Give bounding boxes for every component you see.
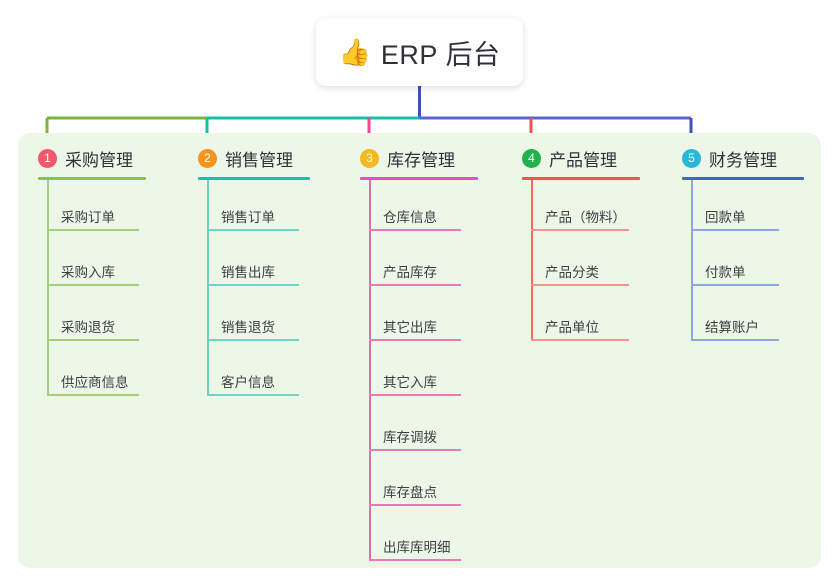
branch-header-underline	[682, 177, 804, 180]
branch-leaf-label: 产品单位	[545, 320, 599, 335]
branch-leaf-underline	[207, 229, 299, 231]
branch-leaf-label: 产品库存	[383, 265, 437, 280]
branch-leaf-item[interactable]: 采购退货	[47, 311, 139, 341]
branch-header-underline	[198, 177, 310, 180]
branch-leaf-item[interactable]: 销售出库	[207, 256, 299, 286]
branch-leaf-underline	[369, 339, 461, 341]
branch-index-badge: 3	[360, 149, 379, 168]
branch-header-3[interactable]: 3 库存管理	[360, 146, 455, 171]
branch-index-badge: 4	[522, 149, 541, 168]
branch-leaf-label: 销售退货	[221, 320, 275, 335]
branch-header-2[interactable]: 2 销售管理	[198, 146, 293, 171]
branch-leaf-item[interactable]: 供应商信息	[47, 366, 139, 396]
branch-index-badge: 2	[198, 149, 217, 168]
branch-leaf-underline	[369, 559, 461, 561]
branch-leaf-label: 产品（物料）	[545, 210, 626, 225]
branch-spine	[691, 180, 693, 341]
branch-index-badge: 1	[38, 149, 57, 168]
thumbs-up-icon: 👍	[338, 37, 371, 67]
branch-column-5: 5 财务管理回款单付款单结算账户	[682, 133, 839, 568]
branch-spine	[47, 180, 49, 396]
branch-leaf-underline	[369, 394, 461, 396]
branch-index-badge: 5	[682, 149, 701, 168]
branch-spine	[207, 180, 209, 396]
branch-leaf-item[interactable]: 产品单位	[531, 311, 629, 341]
branch-leaf-label: 采购入库	[61, 265, 115, 280]
branch-leaf-underline	[47, 284, 139, 286]
branch-leaf-item[interactable]: 销售订单	[207, 201, 299, 231]
branch-header-4[interactable]: 4 产品管理	[522, 146, 617, 171]
root-node-content: 👍 ERP 后台	[339, 33, 501, 72]
branch-leaf-underline	[531, 229, 629, 231]
branch-leaf-item[interactable]: 回款单	[691, 201, 779, 231]
branch-leaf-underline	[207, 394, 299, 396]
branch-leaf-label: 仓库信息	[383, 210, 437, 225]
branch-title: 财务管理	[709, 151, 777, 170]
branch-leaf-label: 销售出库	[221, 265, 275, 280]
branch-leaf-underline	[531, 284, 629, 286]
branch-header-1[interactable]: 1 采购管理	[38, 146, 133, 171]
root-node-title: ERP 后台	[380, 39, 501, 70]
branch-leaf-item[interactable]: 付款单	[691, 256, 779, 286]
branch-leaf-label: 其它出库	[383, 320, 437, 335]
branch-leaf-item[interactable]: 库存调拨	[369, 421, 461, 451]
branch-leaf-label: 采购退货	[61, 320, 115, 335]
branch-leaf-item[interactable]: 采购订单	[47, 201, 139, 231]
branch-leaf-underline	[369, 284, 461, 286]
branch-leaf-underline	[47, 229, 139, 231]
branches-panel	[18, 133, 821, 568]
branch-column-3: 3 库存管理仓库信息产品库存其它出库其它入库库存调拨库存盘点出库库明细	[360, 133, 518, 568]
branch-leaf-underline	[207, 339, 299, 341]
branch-leaf-label: 付款单	[705, 265, 746, 280]
branch-leaf-label: 结算账户	[705, 320, 759, 335]
branch-leaf-label: 库存盘点	[383, 485, 437, 500]
branch-leaf-underline	[369, 229, 461, 231]
branch-leaf-item[interactable]: 库存盘点	[369, 476, 461, 506]
branch-leaf-label: 采购订单	[61, 210, 115, 225]
branch-leaf-label: 客户信息	[221, 375, 275, 390]
branch-leaf-item[interactable]: 其它出库	[369, 311, 461, 341]
branch-leaf-item[interactable]: 出库库明细	[369, 531, 461, 561]
root-node[interactable]: 👍 ERP 后台	[316, 18, 523, 86]
branch-leaf-underline	[531, 339, 629, 341]
branch-leaf-label: 供应商信息	[61, 375, 129, 390]
branch-leaf-underline	[47, 394, 139, 396]
branch-header-underline	[360, 177, 478, 180]
branch-title: 产品管理	[549, 151, 617, 170]
branch-column-1: 1 采购管理采购订单采购入库采购退货供应商信息	[38, 133, 186, 568]
branch-header-5[interactable]: 5 财务管理	[682, 146, 777, 171]
branch-header-underline	[38, 177, 146, 180]
branch-leaf-item[interactable]: 采购入库	[47, 256, 139, 286]
branch-spine	[369, 180, 371, 561]
branch-title: 采购管理	[65, 151, 133, 170]
branch-leaf-underline	[691, 229, 779, 231]
branch-leaf-label: 其它入库	[383, 375, 437, 390]
branch-leaf-item[interactable]: 仓库信息	[369, 201, 461, 231]
branch-column-4: 4 产品管理产品（物料） 产品分类产品单位	[522, 133, 680, 568]
branch-leaf-underline	[207, 284, 299, 286]
branch-leaf-underline	[691, 339, 779, 341]
branch-leaf-item[interactable]: 客户信息	[207, 366, 299, 396]
branch-header-underline	[522, 177, 640, 180]
branch-leaf-label: 回款单	[705, 210, 746, 225]
branch-leaf-label: 库存调拨	[383, 430, 437, 445]
branch-leaf-underline	[369, 449, 461, 451]
branch-leaf-underline	[47, 339, 139, 341]
branch-title: 销售管理	[225, 151, 293, 170]
branch-leaf-label: 销售订单	[221, 210, 275, 225]
branch-leaf-item[interactable]: 销售退货	[207, 311, 299, 341]
branch-column-2: 2 销售管理销售订单销售出库销售退货客户信息	[198, 133, 350, 568]
branch-leaf-item[interactable]: 产品分类	[531, 256, 629, 286]
branch-leaf-label: 产品分类	[545, 265, 599, 280]
branch-leaf-underline	[369, 504, 461, 506]
branch-leaf-item[interactable]: 其它入库	[369, 366, 461, 396]
branch-title: 库存管理	[387, 151, 455, 170]
branch-leaf-item[interactable]: 产品库存	[369, 256, 461, 286]
branch-leaf-item[interactable]: 结算账户	[691, 311, 779, 341]
branch-leaf-underline	[691, 284, 779, 286]
branch-leaf-label: 出库库明细	[383, 540, 451, 555]
branch-spine	[531, 180, 533, 341]
branch-leaf-item[interactable]: 产品（物料）	[531, 201, 629, 231]
